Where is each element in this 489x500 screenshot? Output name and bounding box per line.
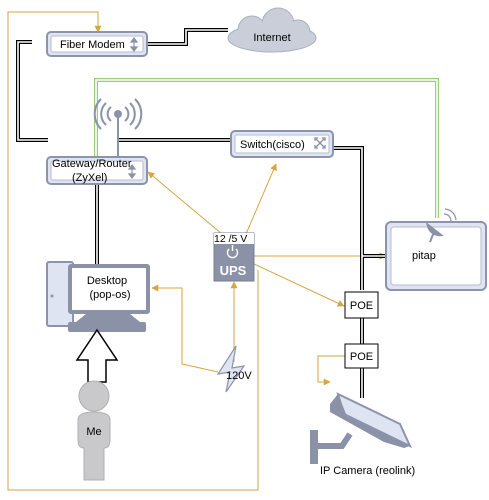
- power-line-ups-switch: [245, 163, 277, 235]
- ups-label: UPS: [220, 263, 247, 278]
- switch-cisco: Switch(cisco): [230, 130, 334, 158]
- desktop-label-line2: (pop-os): [90, 289, 131, 301]
- internet-label: Internet: [253, 32, 290, 44]
- power-line-ups-router: [147, 171, 223, 235]
- desktop-label-line1: Desktop: [87, 275, 127, 287]
- power-connections: [7, 11, 387, 491]
- fiber-modem-label: Fiber Modem: [60, 39, 125, 51]
- updown-arrows-icon: [129, 37, 139, 52]
- ups-voltage-label: 12 /5 V: [214, 233, 247, 245]
- switch-label: Switch(cisco): [240, 139, 305, 151]
- power-source-120v: 120V: [216, 345, 252, 393]
- power-source-label: 120V: [226, 370, 252, 382]
- fiber-modem: Fiber Modem: [46, 31, 148, 57]
- pitap: pitap: [385, 208, 487, 291]
- poe-1-label: POE: [350, 300, 373, 312]
- satellite-dish-icon: [426, 208, 457, 243]
- user-me: Me: [75, 328, 119, 481]
- poe-injector-2: POE: [344, 343, 379, 369]
- lightning-icon: [216, 345, 246, 393]
- camera-label: IP Camera (reolink): [320, 465, 415, 477]
- router-label-line2: (ZyXel): [72, 172, 107, 184]
- person-icon: [77, 380, 111, 481]
- power-line-poe-camera: [317, 355, 346, 386]
- internet-cloud: Internet: [227, 7, 317, 53]
- poe-injector-1: POE: [344, 291, 379, 319]
- power-line-modem-loop: [7, 11, 259, 491]
- monitor-icon: [46, 261, 150, 332]
- router-label-line1: Gateway/Router: [52, 158, 132, 170]
- ups: 12 /5 V UPS: [213, 232, 255, 282]
- up-arrow-icon: [75, 328, 119, 383]
- power-icon: [226, 245, 239, 259]
- security-camera-icon: [310, 392, 413, 464]
- power-line-source-desktop: [151, 284, 219, 373]
- power-line-ups-poe: [253, 263, 345, 307]
- wifi-antenna-icon: [93, 98, 143, 158]
- updown-arrows-icon: [127, 164, 137, 179]
- pitap-label: pitap: [412, 250, 436, 262]
- cross-arrows-icon: [314, 137, 326, 149]
- desktop-computer: Desktop (pop-os): [46, 261, 150, 332]
- ip-camera: IP Camera (reolink): [310, 392, 415, 477]
- poe-2-label: POE: [350, 351, 373, 363]
- me-label: Me: [86, 426, 101, 438]
- gateway-router: Gateway/Router (ZyXel): [46, 98, 148, 185]
- data-connections: [16, 28, 386, 398]
